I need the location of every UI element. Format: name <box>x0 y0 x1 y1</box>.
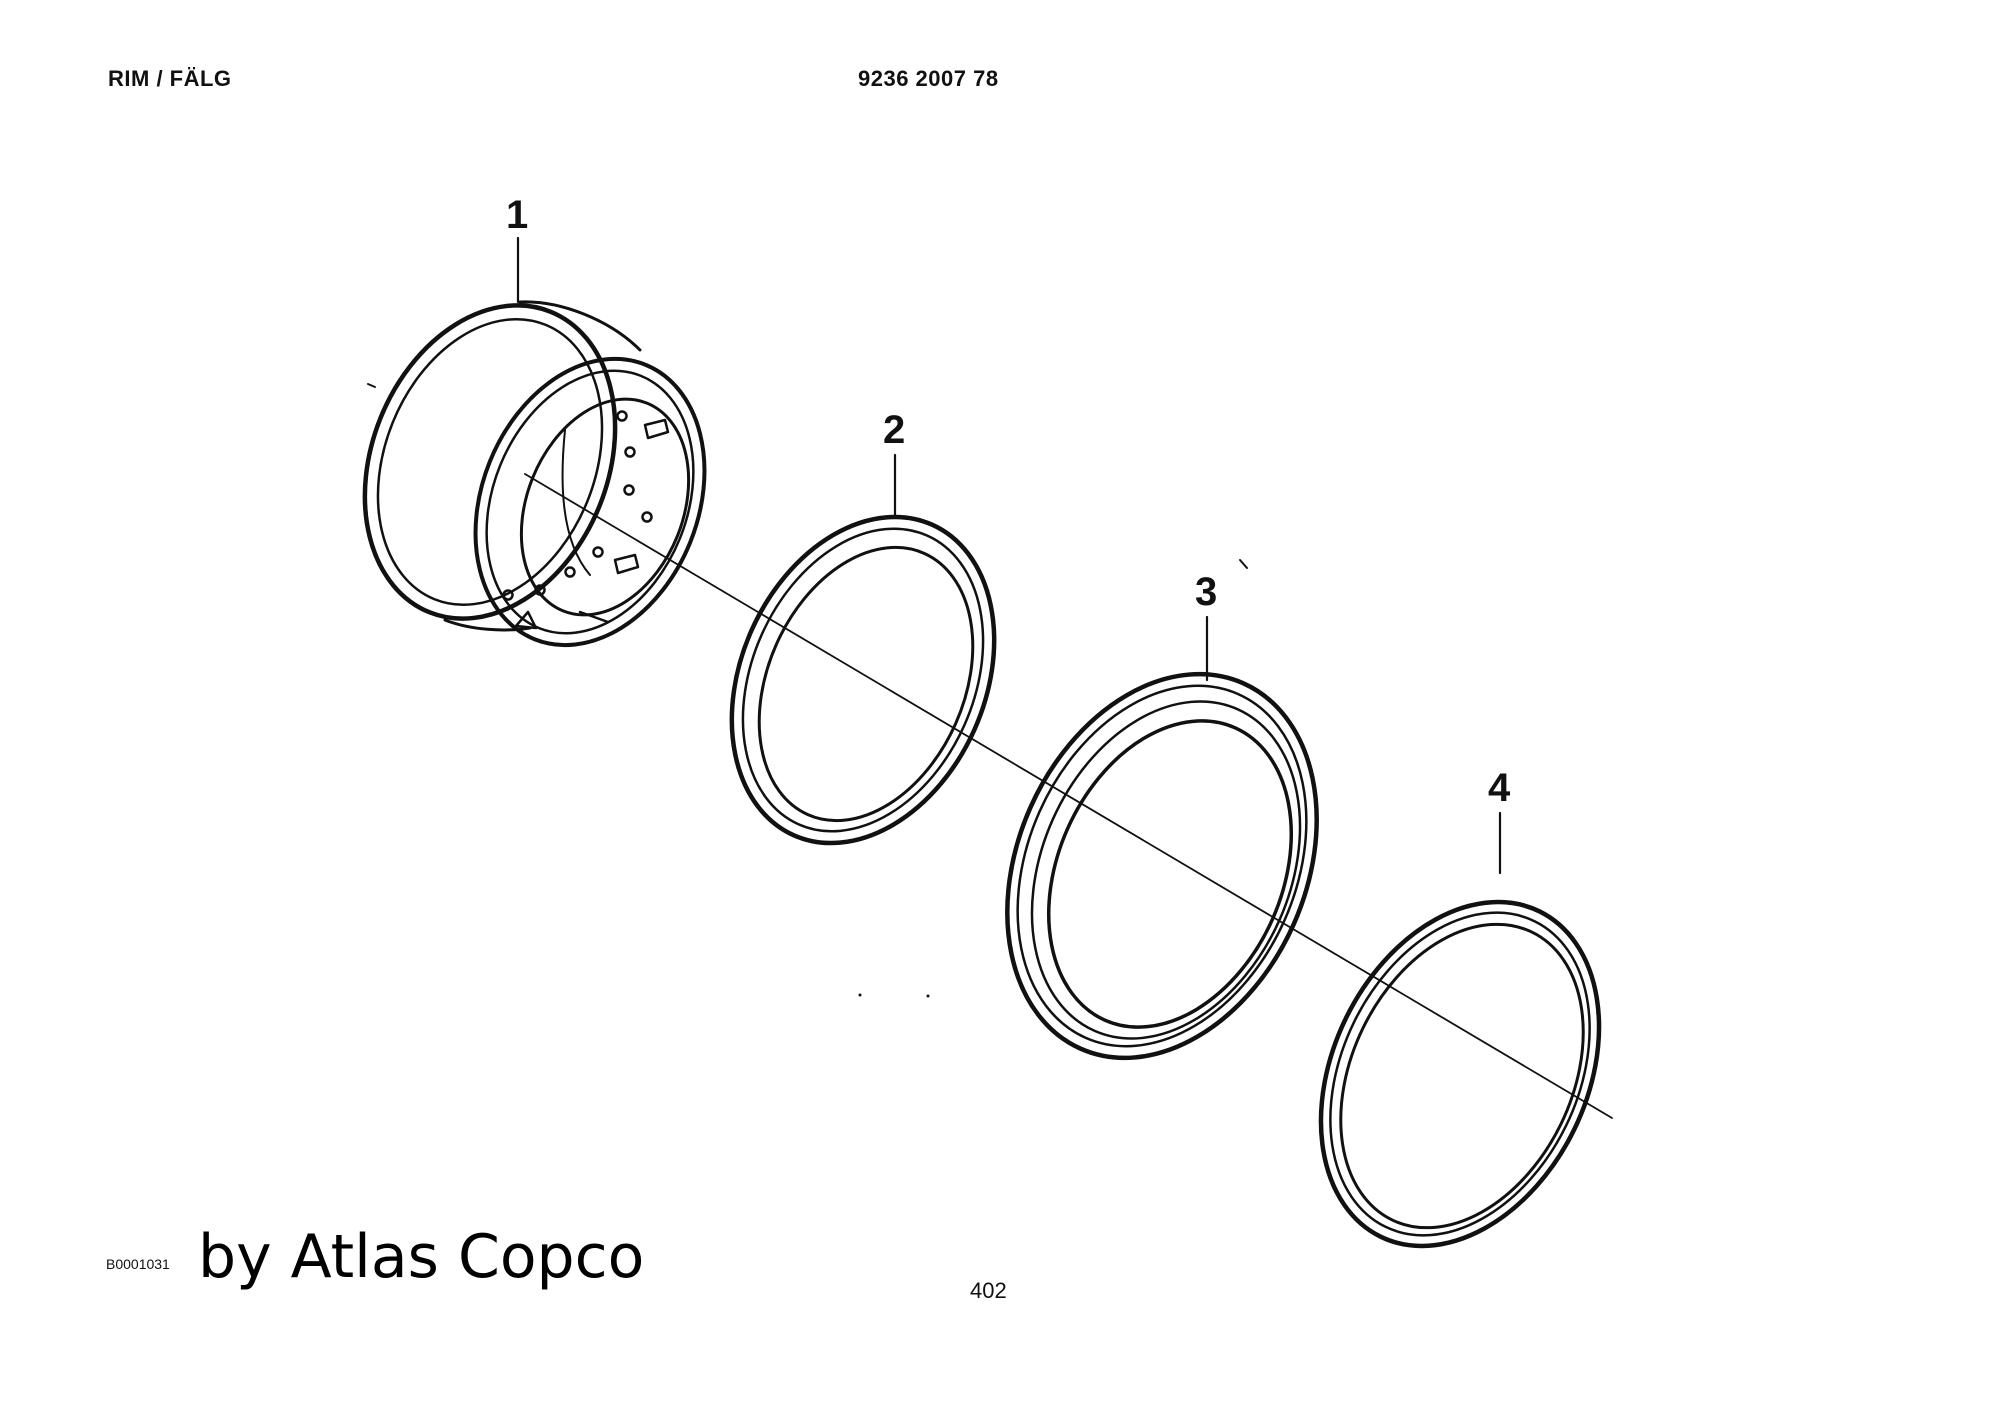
part-number: 9236 2007 78 <box>858 66 999 91</box>
callout-4: 4 <box>1488 766 1511 810</box>
callout-2: 2 <box>883 408 905 452</box>
callout-1: 1 <box>506 193 528 237</box>
callout-3: 3 <box>1195 570 1217 614</box>
ring-4 <box>1318 899 1602 1249</box>
page-title: RIM / FÄLG <box>108 66 232 91</box>
rim-wheel <box>362 300 707 648</box>
reference-code: B0001031 <box>106 1256 170 1272</box>
ring-3 <box>1005 671 1319 1061</box>
assembly-axis-line <box>524 473 1613 1119</box>
page-number: 402 <box>970 1278 1007 1303</box>
brand-text: by Atlas Copco <box>198 1222 645 1292</box>
ring-2 <box>729 514 997 846</box>
